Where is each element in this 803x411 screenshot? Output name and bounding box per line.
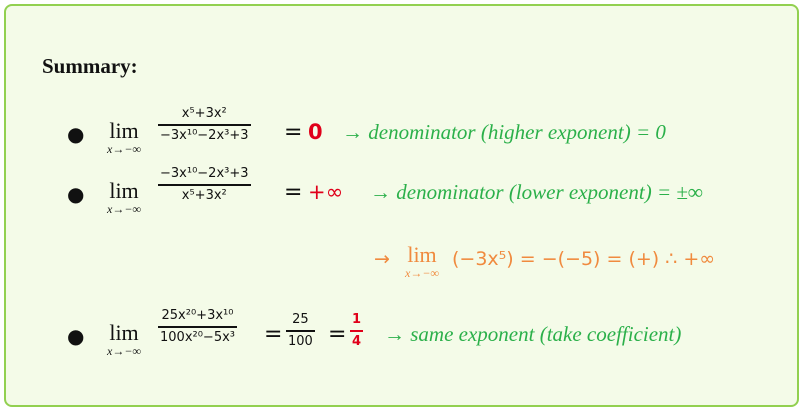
- denominator: x⁵+3x²: [181, 187, 227, 203]
- detail-arrow: →: [374, 248, 390, 270]
- limit-fraction: 25x²⁰+3x¹⁰ 100x²⁰−5x³: [158, 308, 237, 346]
- lim-subscript: x→−∞: [107, 142, 141, 156]
- equals-sign: =: [284, 180, 303, 205]
- numerator: 25: [292, 312, 309, 327]
- denominator: −3x¹⁰−2x³+3: [160, 127, 249, 143]
- lim-subscript: x→−∞: [107, 202, 141, 216]
- summary-card: Summary: ● lim x→−∞ x⁵+3x² −3x¹⁰−2x³+3 =…: [4, 4, 799, 407]
- summary-heading: Summary:: [42, 54, 138, 78]
- summary-item-2-detail: → lim x→−∞ (−3x⁵) = −(−5) = (+) ∴ +∞: [6, 238, 797, 298]
- lim-word: lim: [109, 320, 139, 345]
- fraction-bar: [158, 184, 251, 186]
- detail-expression: (−3x⁵) = −(−5) = (+) ∴ +∞: [452, 248, 716, 270]
- explanation-note: → same exponent (take coefficient): [384, 322, 682, 346]
- explanation-note: → denominator (lower exponent) = ±∞: [370, 180, 703, 204]
- result-denominator: 4: [352, 333, 362, 349]
- equals-sign: =: [328, 322, 347, 347]
- detail-limit-operator: lim x→−∞: [392, 242, 452, 281]
- limit-fraction: −3x¹⁰−2x³+3 x⁵+3x²: [158, 166, 251, 204]
- equals-sign: =: [284, 120, 303, 145]
- equals-sign: =: [264, 322, 283, 347]
- simplified-fraction: 25 100: [286, 312, 315, 350]
- numerator: −3x¹⁰−2x³+3: [160, 166, 249, 181]
- bullet-icon: ●: [67, 182, 85, 206]
- lim-subscript: x→−∞: [405, 266, 439, 280]
- limit-operator: lim x→−∞: [94, 178, 154, 217]
- bullet-icon: ●: [67, 122, 85, 146]
- lim-word: lim: [109, 178, 139, 203]
- limit-fraction: x⁵+3x² −3x¹⁰−2x³+3: [158, 106, 251, 144]
- limit-result: 0: [308, 120, 323, 144]
- denominator: 100: [288, 333, 313, 349]
- numerator: 25x²⁰+3x¹⁰: [161, 308, 234, 323]
- bullet-icon: ●: [67, 324, 85, 348]
- fraction-bar: [286, 330, 315, 332]
- fraction-bar: [158, 124, 251, 126]
- explanation-note: → denominator (higher exponent) = 0: [342, 120, 666, 144]
- limit-result: +∞: [308, 180, 344, 204]
- summary-item-1: ● lim x→−∞ x⁵+3x² −3x¹⁰−2x³+3 = 0 → deno…: [6, 106, 797, 166]
- limit-operator: lim x→−∞: [94, 118, 154, 157]
- fraction-bar: [350, 330, 364, 332]
- lim-word: lim: [407, 242, 437, 267]
- result-numerator: 1: [352, 312, 362, 327]
- fraction-bar: [158, 326, 237, 328]
- lim-subscript: x→−∞: [107, 344, 141, 358]
- denominator: 100x²⁰−5x³: [160, 329, 235, 345]
- summary-item-3: ● lim x→−∞ 25x²⁰+3x¹⁰ 100x²⁰−5x³ = 25 10…: [6, 308, 797, 368]
- result-fraction: 1 4: [350, 312, 364, 350]
- limit-operator: lim x→−∞: [94, 320, 154, 359]
- numerator: x⁵+3x²: [181, 106, 227, 121]
- summary-item-2: ● lim x→−∞ −3x¹⁰−2x³+3 x⁵+3x² = +∞ → den…: [6, 166, 797, 226]
- lim-word: lim: [109, 118, 139, 143]
